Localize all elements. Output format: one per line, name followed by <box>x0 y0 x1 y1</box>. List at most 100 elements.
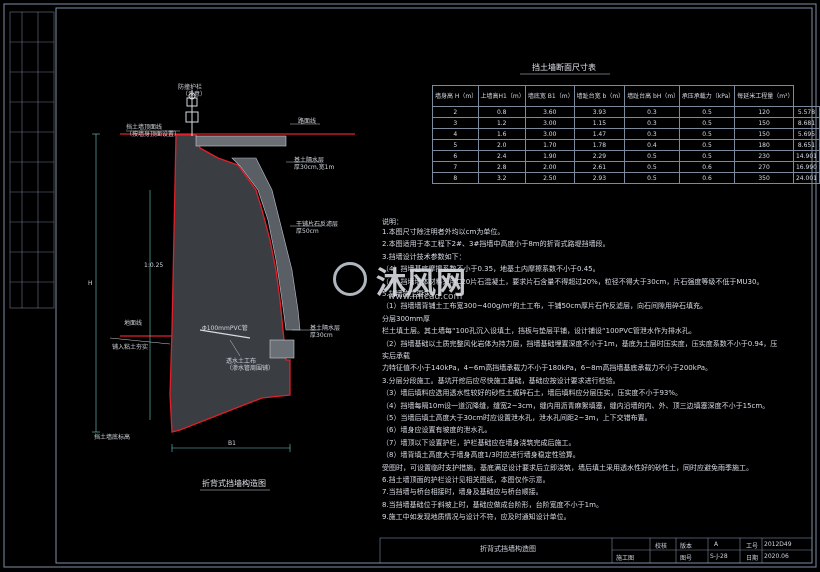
table-cell: 150 <box>734 128 794 140</box>
table-cell: 4 <box>432 128 479 140</box>
table-cell: 5.578 <box>792 106 820 118</box>
tb-value-no: S-J-28 <box>710 553 728 560</box>
label-railing-note: （示意） <box>182 91 207 98</box>
label-foot-seal: 基土隔水层 <box>310 325 341 332</box>
note-line: 7.当挡墙与桥台相接时，墙身及基础应与桥台顺接。 <box>382 488 543 497</box>
table-cell: 1.90 <box>524 150 575 162</box>
note-line: 8.当挡墙基础位于斜坡上时，基础应做成台阶形，台阶宽度不小于1m。 <box>382 500 603 509</box>
table-header-cell: 墙趾台高 bH（m） <box>624 85 680 107</box>
note-line: （5）当墙后填土高度大于30cm时应设置泄水孔，泄水孔间距2~3m，上下交错布置… <box>382 414 652 422</box>
table-cell: 1.70 <box>524 139 575 151</box>
table-cell: 180 <box>734 139 794 151</box>
note-line: 5.挡墙施工要求： <box>382 290 438 298</box>
table-cell: 2.00 <box>524 161 575 173</box>
notes-heading: 说明： <box>382 218 403 226</box>
table-cell: 0.8 <box>477 106 526 118</box>
label-top-line-note: （按墙身顶面设置） <box>126 131 181 138</box>
note-line: 3.分层分段施工。基坑开挖后应尽快施工基础，基础应按设计要求进行检验。 <box>382 376 620 385</box>
note-line: （2）挡墙基础以土质完整风化岩体为持力层，挡墙基础埋置深度不小于1m，基底为土层… <box>382 339 778 348</box>
label-railing: 防撞护栏 <box>178 84 203 91</box>
label-slope: 1:0.25 <box>144 262 164 269</box>
table-cell: 0.5 <box>678 139 736 151</box>
tb-value-job: 2012D49 <box>764 541 792 548</box>
note-line: （8）墙背填土高度大于墙身高度1/3时应进行墙身稳定性验算。 <box>382 451 580 460</box>
table-cell: 3.93 <box>573 106 626 118</box>
table-cell: 2.29 <box>573 150 626 162</box>
table-header-cell: 墙身高 H（m） <box>432 85 479 107</box>
tb-label-no: 图号 <box>680 555 693 562</box>
tb-label-date: 日期 <box>746 555 759 562</box>
label-top-line: 挡土墙顶面线 <box>126 124 163 131</box>
tb-label-job: 工号 <box>746 543 759 550</box>
table-cell: 2.50 <box>524 172 575 184</box>
table-cell: 3.60 <box>524 106 575 118</box>
note-line: 分层300mm厚 <box>382 314 430 323</box>
table-cell: 8.651 <box>792 139 820 151</box>
dimension-table: 墙身高 H（m） 上墙高H1（m） 墙底宽 B1（m） 墙趾台宽 b（m） 墙趾… <box>432 85 820 184</box>
label-dim-b1: B1 <box>228 440 236 447</box>
note-line: 力特征值不小于140kPa，4~6m高挡墙承载力不小于180kPa，6~8m高挡… <box>382 364 713 373</box>
table-cell: 0.5 <box>624 150 680 162</box>
table-cell: 0.3 <box>624 128 680 140</box>
table-cell: 5 <box>432 139 479 151</box>
table-cell: 230 <box>734 150 794 162</box>
table-cell: 16.990 <box>792 161 820 173</box>
table-cell: 0.5 <box>678 106 736 118</box>
table-cell: 2 <box>432 106 479 118</box>
railing-symbol <box>185 90 199 136</box>
note-line: （1）挡墙墙背铺土工布宽300~400g/m²的土工布，干铺50cm厚片石作反滤… <box>382 302 708 311</box>
table-cell: 3.00 <box>524 128 575 140</box>
table-cell: 0.4 <box>624 139 680 151</box>
table-cell: 2.93 <box>573 172 626 184</box>
table-cell: 2.8 <box>477 161 526 173</box>
table-cell: 2.0 <box>477 139 526 151</box>
note-line: （4）挡墙墙体材料采用C20片石混凝土，要求片石含量不得超过20%，粒径不得大于… <box>382 277 764 286</box>
base-course-layer <box>195 135 287 147</box>
section-title: 折背式挡墙构造图 <box>202 479 266 488</box>
table-cell: 8 <box>432 172 479 184</box>
note-line: （6）墙身应设置有坡度的泄水孔。 <box>382 426 492 435</box>
table-header-row: 墙身高 H（m） 上墙高H1（m） 墙底宽 B1（m） 墙趾台宽 b（m） 墙趾… <box>432 85 820 107</box>
note-line: 实后承载 <box>382 352 410 360</box>
label-pavement: 路面线 <box>298 118 317 125</box>
table-cell: 24.001 <box>792 172 820 184</box>
table-cell: 1.6 <box>477 128 526 140</box>
table-cell: 0.5 <box>624 161 680 173</box>
outer-frame <box>3 3 817 568</box>
foot-seal-layer <box>269 339 295 359</box>
table-cell: 5.695 <box>792 128 820 140</box>
table-cell: 120 <box>734 106 794 118</box>
table-cell: 2.61 <box>573 161 626 173</box>
label-foot-thick: 厚30cm <box>310 332 333 339</box>
tb-label-rev: 版本 <box>680 543 693 550</box>
drawing-name: 折背式挡墙构造图 <box>480 545 536 553</box>
label-gravel-thick: 厚50cm <box>296 228 319 235</box>
table-cell: 0.6 <box>678 161 736 173</box>
note-line: 3.挡墙设计技术参数如下： <box>382 252 466 261</box>
label-bottom: 挡土墙底标高 <box>94 434 131 441</box>
table-cell: 350 <box>734 172 794 184</box>
label-base-thick: 厚30cm,宽1m <box>294 164 335 171</box>
note-line: （3）墙后填料应选用透水性较好的砂性土或碎石土，墙后填料应分层压实，压实度不小于… <box>382 389 683 398</box>
table-cell: 1.47 <box>573 128 626 140</box>
table-header-cell: 每延米工程量（m³） <box>734 85 794 107</box>
label-ground: 地面线 <box>124 320 143 327</box>
table-cell: 7 <box>432 161 479 173</box>
note-line: 受图时，可设置临时支护措施，基底满足设计要求后立即浇筑，墙后填土采用透水性好的砂… <box>382 463 753 472</box>
table-cell: 8.681 <box>792 117 820 129</box>
note-line: （4）挡墙基底摩擦系数不小于0.35，地基土内摩擦系数不小于0.45。 <box>382 265 600 274</box>
table-cell: 0.5 <box>678 150 736 162</box>
drain-pipe <box>199 329 251 339</box>
note-line: 1.本图尺寸除注明者外均以cm为单位。 <box>382 228 505 236</box>
table-cell: 1.15 <box>573 117 626 129</box>
tb-label-check: 校核 <box>655 543 668 550</box>
table-header-cell: 承压承载力（kPa） <box>678 85 736 107</box>
